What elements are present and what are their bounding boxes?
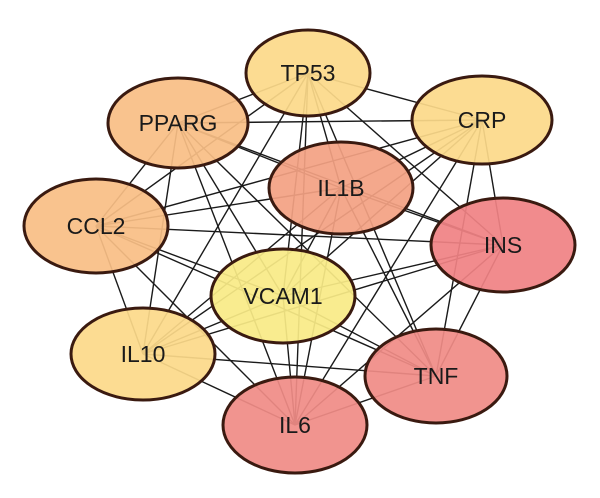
- node-label-il1b: IL1B: [317, 175, 364, 201]
- node-pparg: PPARG: [106, 76, 250, 170]
- node-ellipse-crp: [410, 74, 554, 166]
- node-label-ccl2: CCL2: [67, 213, 126, 239]
- node-label-tp53: TP53: [281, 60, 336, 86]
- node-tnf: TNF: [363, 327, 509, 425]
- node-ellipse-il1b: [267, 140, 415, 236]
- node-vcam1: VCAM1: [209, 247, 357, 345]
- edge-crp-il10: [142, 119, 483, 355]
- node-ellipse-pparg: [106, 76, 250, 170]
- edge-tp53-il10: [142, 72, 309, 355]
- node-ellipse-ins: [429, 196, 577, 294]
- node-tp53: TP53: [244, 28, 372, 118]
- node-ellipse-il6: [221, 375, 369, 475]
- node-ins: INS: [429, 196, 577, 294]
- node-il10: IL10: [69, 306, 217, 402]
- node-label-ins: INS: [484, 232, 522, 258]
- edge-crp-il6: [294, 119, 483, 426]
- edge-pparg-tnf: [177, 122, 437, 377]
- node-ellipse-vcam1: [209, 247, 357, 345]
- node-crp: CRP: [410, 74, 554, 166]
- node-ellipse-il10: [69, 306, 217, 402]
- node-label-tnf: TNF: [414, 363, 459, 389]
- node-il1b: IL1B: [267, 140, 415, 236]
- node-label-il6: IL6: [279, 412, 311, 438]
- node-ellipse-ccl2: [22, 177, 170, 275]
- node-label-il10: IL10: [121, 341, 166, 367]
- node-ellipse-tnf: [363, 327, 509, 425]
- node-label-vcam1: VCAM1: [243, 283, 322, 309]
- node-label-pparg: PPARG: [139, 110, 218, 136]
- node-label-crp: CRP: [458, 107, 507, 133]
- node-il6: IL6: [221, 375, 369, 475]
- node-ellipse-tp53: [244, 28, 372, 118]
- node-ccl2: CCL2: [22, 177, 170, 275]
